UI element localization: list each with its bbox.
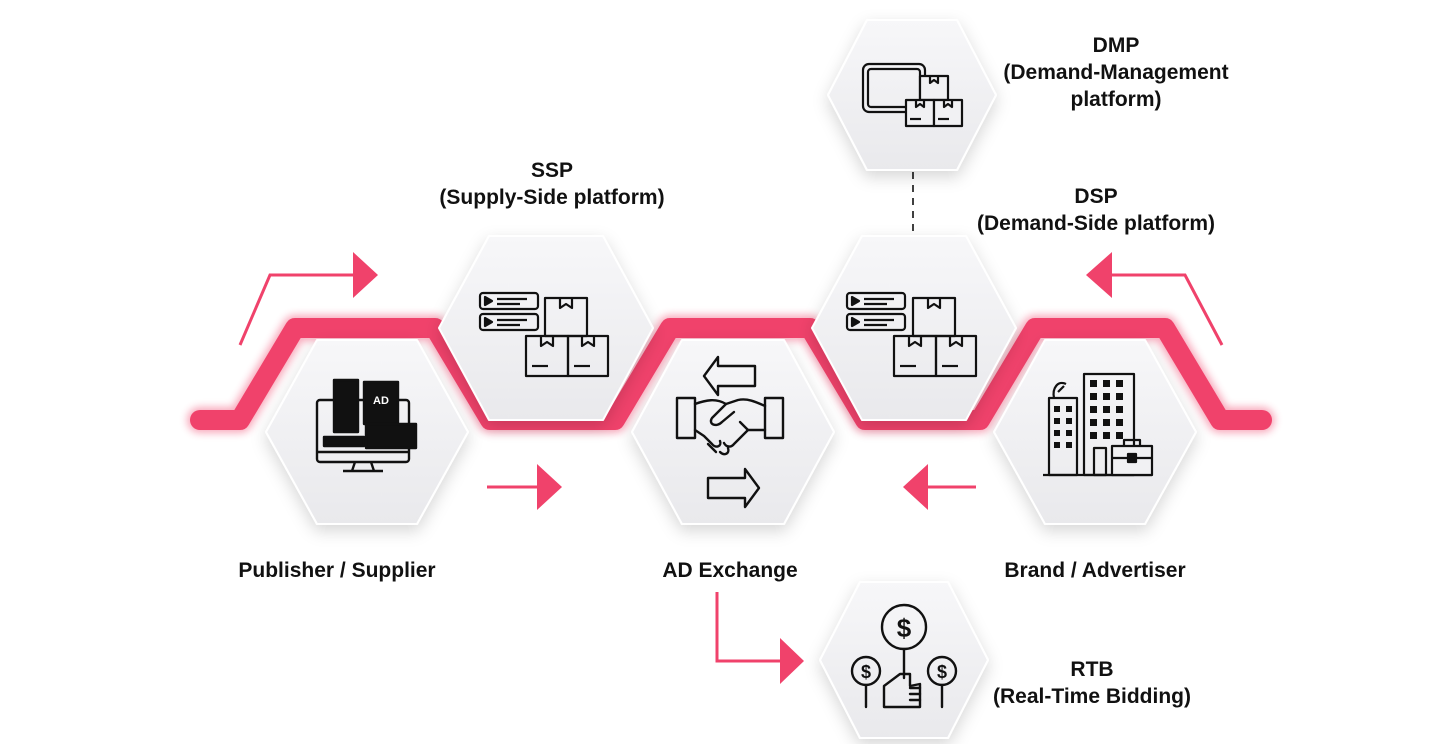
rtb-title: RTB [1070, 658, 1114, 681]
ad-boxes-icon [478, 291, 610, 378]
monitor-ad-icon: AD [315, 378, 418, 473]
ad-badge-text: AD [373, 395, 389, 407]
backward-arrow [903, 464, 976, 510]
hex-exchange [631, 339, 835, 525]
ssp-subtitle: (Supply-Side platform) [439, 186, 665, 209]
handshake-arrows-icon [675, 355, 785, 509]
svg-text:$: $ [897, 613, 912, 643]
window-grid [1054, 406, 1072, 448]
dsp-label: DSP (Demand-Side platform) [977, 183, 1215, 237]
dmp-subtitle-line1: (Demand-Management [1003, 61, 1229, 84]
ssp-title: SSP [530, 159, 574, 182]
exchange-label: AD Exchange [662, 559, 798, 582]
dsp-subtitle: (Demand-Side platform) [976, 212, 1216, 235]
board-boxes-icon [861, 62, 964, 128]
rtb-connector-arrow [715, 592, 804, 684]
ssp-label: SSP (Supply-Side platform) [439, 157, 664, 211]
dsp-title: DSP [1074, 185, 1118, 208]
rtb-label: RTB (Real-Time Bidding) [993, 656, 1191, 710]
svg-text:$: $ [861, 662, 871, 682]
rtb-subtitle: (Real-Time Bidding) [993, 685, 1191, 708]
svg-text:$: $ [937, 662, 947, 682]
dmp-label: DMP (Demand-Management platform) [1003, 32, 1228, 113]
buildings-briefcase-icon [1043, 372, 1154, 477]
dollar-bidding-icon: $ $ $ [850, 603, 958, 709]
flow-band [187, 315, 1275, 433]
publisher-up-arrow [238, 252, 378, 346]
ad-boxes-icon [845, 291, 978, 378]
forward-arrow [487, 464, 562, 510]
publisher-label: Publisher / Supplier [238, 559, 436, 582]
brand-label: Brand / Advertiser [1004, 559, 1186, 582]
brand-up-arrow [1086, 252, 1224, 346]
dmp-title: DMP [1092, 34, 1140, 57]
dmp-subtitle-line2: platform) [1070, 88, 1162, 111]
hex-dmp [827, 19, 997, 171]
